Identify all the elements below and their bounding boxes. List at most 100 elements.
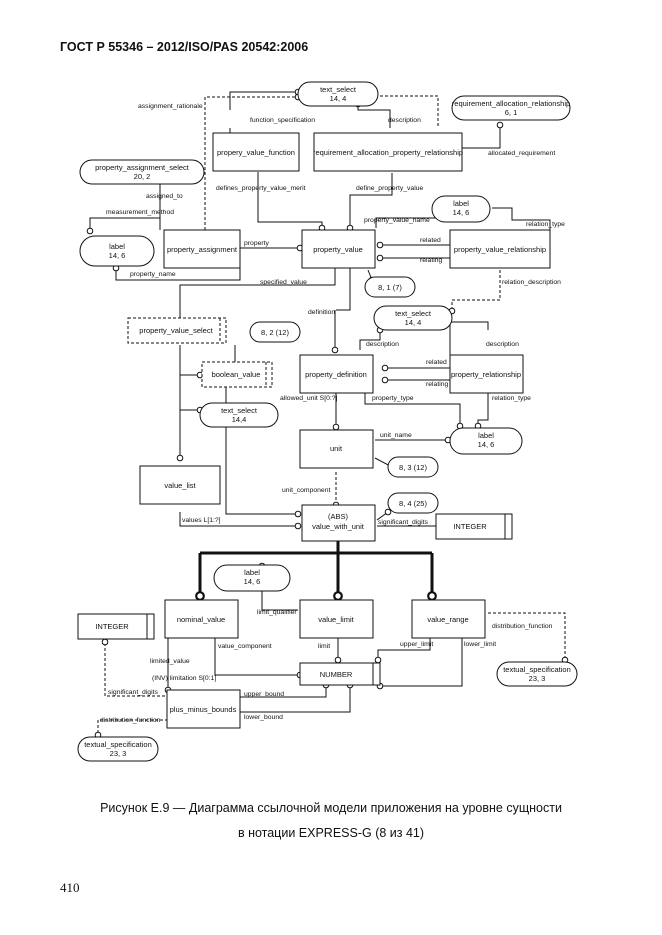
- attr-allocated-requirement: allocated_requirement: [488, 150, 555, 157]
- entity-property-relationship: [449, 354, 524, 394]
- entity-property-value: [301, 229, 376, 269]
- attr-lower-limit: lower_limit: [464, 641, 496, 648]
- attr-values: values L[1:?]: [182, 517, 221, 524]
- attr-allowed-unit: allowed_unit S[0:?]: [280, 395, 338, 402]
- attr-limit-qualifier: limit_qualifier: [257, 609, 297, 616]
- attr-significant-digits: significant_digits: [378, 519, 428, 526]
- attr-upper-limit: upper_limit: [400, 641, 433, 648]
- attr-definition: definition: [308, 309, 335, 316]
- label-value-with-unit-abs: (ABS): [328, 512, 349, 521]
- attr-unit-component: unit_component: [282, 487, 330, 494]
- entity-value-range: [411, 599, 486, 639]
- entity-unit: [299, 429, 374, 469]
- label-boolean-value: boolean_value: [212, 370, 261, 379]
- attr-define-property-value: define_property_value: [356, 185, 423, 192]
- attr-property-type: property_type: [372, 395, 414, 402]
- label-number: NUMBER: [320, 670, 353, 679]
- attr-lower-bound: lower_bound: [244, 714, 283, 721]
- attr-relation-description: relation_description: [502, 279, 561, 286]
- ref-label-right-page: 14, 6: [478, 440, 495, 449]
- attr-description-top: description: [388, 117, 421, 124]
- ref-label-bottom: [213, 564, 291, 592]
- ref-label-left-name: label: [109, 242, 125, 251]
- attr-property: property: [244, 240, 270, 247]
- label-plus-minus-bounds: plus_minus_bounds: [170, 705, 237, 714]
- attr-assigned-to: assigned_to: [146, 193, 183, 200]
- ref-req-alloc-rel-page: 6, 1: [505, 108, 518, 117]
- ref-req-alloc-rel: [451, 95, 571, 121]
- label-value-list: value_list: [164, 481, 196, 490]
- page-ref-82-text: 8, 2 (12): [261, 328, 289, 337]
- attr-upper-bound: upper_bound: [244, 691, 284, 698]
- attr-related-top: related: [420, 237, 441, 244]
- page-ref-81-text: 8, 1 (7): [378, 283, 402, 292]
- ref-textual-spec-right-page: 23, 3: [529, 674, 546, 683]
- attr-description-mid1: description: [366, 341, 399, 348]
- ref-label-left: [79, 235, 155, 267]
- document-header: ГОСТ Р 55346 – 2012/ISO/PAS 20542:2006: [60, 40, 309, 54]
- label-req-alloc-prop-rel: requirement_allocation_property_relation…: [313, 148, 463, 157]
- page-number: 410: [60, 880, 80, 895]
- attr-distribution-function-left: distribution_function: [100, 717, 161, 724]
- ref-label-right-name: label: [478, 431, 494, 440]
- attr-description-mid2: description: [486, 341, 519, 348]
- page-ref-81: [364, 276, 416, 298]
- attr-unit-name: unit_name: [380, 432, 412, 439]
- attr-function-specification: function_specification: [250, 117, 315, 124]
- label-integer-right: INTEGER: [453, 522, 487, 531]
- ref-text-select-top: [297, 81, 379, 107]
- ref-label-mid: [431, 195, 491, 223]
- ref-req-alloc-rel-name: requirement_allocation_relationship: [452, 99, 570, 108]
- label-property-value-relationship: property_value_relationship: [454, 245, 546, 254]
- ref-text-select-top-page: 14, 4: [330, 94, 347, 103]
- entity-property-definition: [299, 354, 374, 394]
- ref-text-select-mid-page: 14, 4: [405, 318, 422, 327]
- label-property-definition: property_definition: [305, 370, 367, 379]
- attr-property-value-name: property_value_name: [364, 217, 430, 224]
- type-number: [299, 662, 381, 686]
- attr-value-component: value_component: [218, 643, 272, 650]
- page-ref-83: [387, 456, 439, 478]
- type-property-value-select: [127, 317, 227, 344]
- entity-value-with-unit: [301, 504, 376, 542]
- ref-text-select-mid-name: text_select: [395, 309, 432, 318]
- entity-value-list: [139, 465, 221, 505]
- label-value-limit: value_limit: [318, 615, 354, 624]
- attr-relating-top: relating: [420, 257, 443, 264]
- ref-label-bottom-name: label: [244, 568, 260, 577]
- entity-plus-minus-bounds: [166, 689, 241, 729]
- ref-prop-assign-select: [79, 159, 205, 185]
- attr-limited-value: limited_value: [150, 658, 190, 665]
- attr-relation-type-top: relation_type: [526, 221, 565, 228]
- attr-relating-mid: relating: [426, 381, 449, 388]
- type-integer-left: [77, 613, 155, 640]
- attr-specified-value: specified_value: [260, 279, 307, 286]
- ref-label-bottom-page: 14, 6: [244, 577, 261, 586]
- entity-req-alloc-prop-rel: [313, 132, 463, 172]
- attr-measurement-method: measurement_method: [106, 209, 174, 216]
- entity-property-assignment: [163, 229, 241, 269]
- label-unit: unit: [330, 444, 343, 453]
- ref-label-left-page: 14, 6: [109, 251, 126, 260]
- attr-property-name: property_name: [130, 271, 176, 278]
- attr-inv-limitation: (INV) limitation S[0:1]: [152, 675, 216, 682]
- attr-significant-digits2: significant_digits: [108, 689, 158, 696]
- attr-assignment-rationale: assignment_rationale: [138, 103, 203, 110]
- ref-label-mid-name: label: [453, 199, 469, 208]
- ref-prop-assign-select-name: property_assignment_select: [95, 163, 190, 172]
- label-nominal-value: nominal_value: [177, 615, 225, 624]
- entity-property-value-relationship: [449, 229, 551, 269]
- attr-limit: limit: [318, 643, 330, 650]
- label-value-with-unit: value_with_unit: [312, 522, 365, 531]
- attr-distribution-function-right: distribution_function: [492, 623, 553, 630]
- ref-text-select-left-page: 14,4: [232, 415, 247, 424]
- entity-property-value-function: [212, 132, 300, 172]
- figure-caption-line2: в нотации EXPRESS-G (8 из 41): [237, 826, 425, 840]
- ref-text-select-mid: [373, 305, 453, 331]
- label-property-value: property_value: [313, 245, 363, 254]
- attr-defines-property-value-merit: defines_property_value_merit: [216, 185, 306, 192]
- ref-label-right: [449, 427, 523, 455]
- ref-textual-spec-right-name: textual_specification: [503, 665, 571, 674]
- page-ref-83-text: 8, 3 (12): [399, 463, 427, 472]
